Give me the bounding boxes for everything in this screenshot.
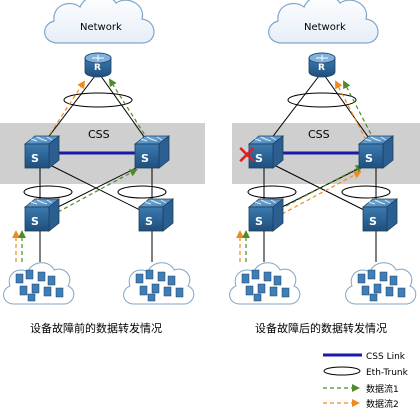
panel-caption: 设备故障后的数据转发情况 [255, 321, 387, 335]
eth-trunk-rings [247, 92, 391, 199]
switch-glyph: S [31, 152, 39, 165]
flows [236, 80, 375, 262]
panel-before: CSS Network [0, 0, 205, 335]
server-cluster-icon [345, 262, 417, 305]
eth-trunk-rings [23, 92, 167, 199]
server-cluster-icon [123, 262, 195, 305]
switch-glyph: S [141, 152, 149, 165]
legend-css-link: CSS Link [366, 352, 406, 362]
failure-x-icon: ✕ [236, 141, 258, 171]
flows [12, 78, 149, 262]
server-cluster-icon [229, 262, 301, 305]
router-glyph: R [318, 63, 325, 73]
switch-glyph: S [365, 152, 373, 165]
network-label: Network [80, 22, 122, 33]
switch-glyph: S [255, 152, 263, 165]
legend-eth-trunk: Eth-Trunk [366, 368, 409, 378]
css-label: CSS [88, 128, 110, 141]
legend: CSS Link Eth-Trunk 数据流1 数据流2 [323, 352, 409, 410]
legend-flow1: 数据流1 [366, 383, 399, 395]
panel-after: CSS Network [229, 0, 420, 335]
panel-caption: 设备故障前的数据转发情况 [30, 321, 162, 335]
switch-glyph: S [369, 215, 377, 228]
legend-eth-trunk-swatch [323, 366, 361, 376]
switch-glyph: S [145, 215, 153, 228]
legend-flow2: 数据流2 [366, 398, 399, 410]
router-glyph: R [94, 63, 101, 73]
css-label: CSS [308, 128, 330, 141]
switch-glyph: S [255, 215, 263, 228]
server-cluster-icon [3, 262, 75, 305]
network-label: Network [304, 22, 346, 33]
switch-glyph: S [31, 215, 39, 228]
